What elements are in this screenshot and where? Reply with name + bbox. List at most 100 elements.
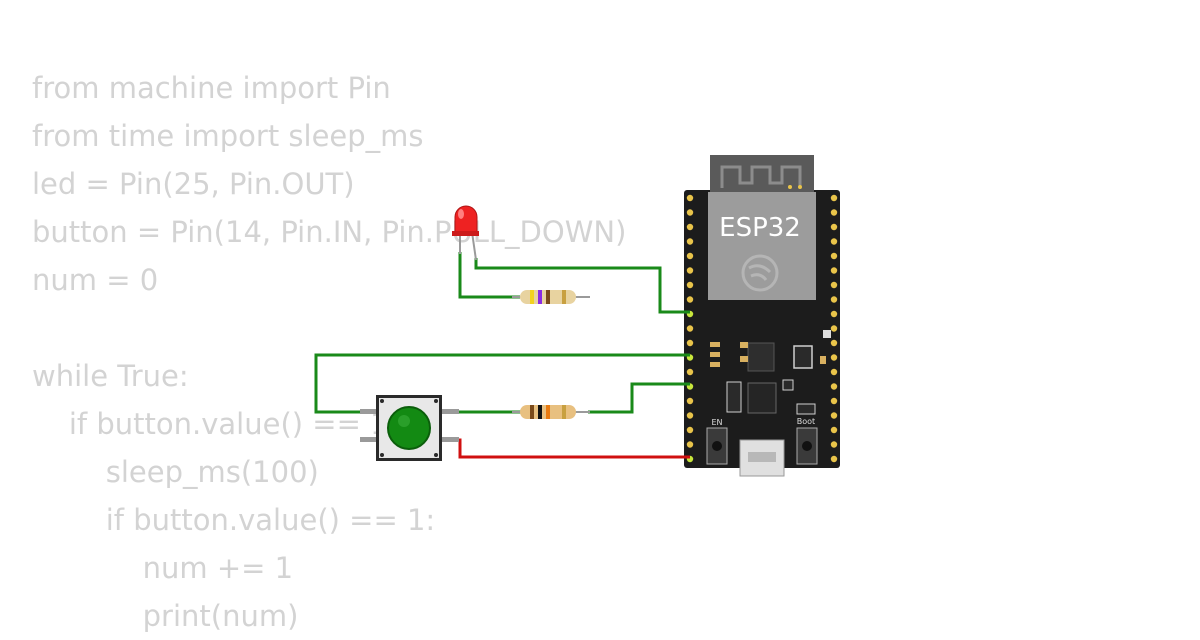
header-pin[interactable] <box>686 238 694 245</box>
header-pin[interactable] <box>830 383 838 390</box>
header-pin[interactable] <box>830 426 838 434</box>
header-pin[interactable] <box>686 267 694 274</box>
resistor-band <box>530 405 534 419</box>
wire-led-cathode-to-resistor[interactable] <box>458 252 520 299</box>
code-line: num = 0 <box>32 263 159 297</box>
button-corner <box>434 453 438 457</box>
espressif-logo-mark <box>748 264 772 281</box>
button-leg <box>441 437 459 442</box>
resistor-band <box>546 290 550 304</box>
button-cap[interactable] <box>387 406 431 450</box>
button-cap-highlight <box>398 415 410 427</box>
wire-gpio14-to-button[interactable] <box>314 353 690 414</box>
en-button-cap[interactable] <box>712 441 722 451</box>
button-leg <box>360 437 378 442</box>
header-pin[interactable] <box>830 252 838 260</box>
esp32-board[interactable]: ESP32 EN Boot <box>684 155 840 477</box>
button-corner <box>380 399 384 403</box>
header-pin[interactable] <box>686 252 694 260</box>
board-component <box>782 379 794 391</box>
green-pushbutton[interactable] <box>360 395 459 461</box>
code-line: button = Pin(14, Pin.IN, Pin.PULL_DOWN) <box>32 215 627 249</box>
boot-label: Boot <box>797 417 815 426</box>
header-pin[interactable] <box>686 223 694 231</box>
board-component <box>796 403 816 415</box>
header-pin[interactable] <box>686 194 694 202</box>
button-corner <box>434 399 438 403</box>
resistor-band <box>546 405 550 419</box>
board-component <box>710 352 720 357</box>
right-pin-header[interactable] <box>830 194 838 463</box>
header-pin[interactable] <box>686 397 694 405</box>
header-pin[interactable] <box>686 441 694 448</box>
header-pin[interactable] <box>830 339 838 347</box>
resistor-band <box>562 405 566 419</box>
antenna-area <box>710 155 814 193</box>
header-pin[interactable] <box>686 339 694 347</box>
header-pin[interactable] <box>830 397 838 405</box>
button-resistor[interactable] <box>512 405 590 419</box>
wire-led-anode-to-gpio25[interactable] <box>474 258 690 314</box>
antenna-pad <box>788 185 792 189</box>
led-resistor[interactable] <box>512 290 590 304</box>
header-pin[interactable] <box>686 412 694 419</box>
button-leg <box>360 409 378 414</box>
led-rim <box>452 231 479 236</box>
header-pin[interactable] <box>830 267 838 274</box>
button-corner <box>380 453 384 457</box>
code-line: from machine import Pin <box>32 71 391 105</box>
resistor-band <box>538 405 542 419</box>
board-component <box>710 342 720 347</box>
board-component <box>793 345 813 369</box>
usb-port-slot <box>748 452 776 462</box>
button-leg <box>441 409 459 414</box>
header-pin[interactable] <box>686 281 694 289</box>
header-pin[interactable] <box>686 296 694 303</box>
board-component <box>710 362 720 367</box>
wire-resistor-to-gnd[interactable] <box>588 382 690 414</box>
board-component <box>820 356 826 364</box>
header-pin[interactable] <box>830 455 838 463</box>
header-pin[interactable] <box>830 310 838 318</box>
header-pin[interactable] <box>830 194 838 202</box>
header-pin[interactable] <box>830 281 838 289</box>
header-pin[interactable] <box>686 426 694 434</box>
led-body <box>454 205 478 235</box>
header-pin[interactable] <box>830 441 838 448</box>
code-line: num += 1 <box>32 551 294 585</box>
code-line: led = Pin(25, Pin.OUT) <box>32 167 355 201</box>
header-pin[interactable] <box>830 296 838 303</box>
regulator-chip <box>747 342 775 372</box>
header-pin[interactable] <box>686 325 694 332</box>
code-line: while True: <box>32 359 189 393</box>
header-pin[interactable] <box>686 368 694 376</box>
code-line: from time import sleep_ms <box>32 119 424 153</box>
header-pin[interactable] <box>830 325 838 332</box>
board-component <box>740 342 748 348</box>
red-led[interactable] <box>452 205 479 261</box>
code-line: if button.value() == 1: <box>32 503 436 537</box>
led-leg <box>471 231 477 261</box>
antenna-trace <box>720 165 802 188</box>
usb-uart-chip <box>747 382 777 414</box>
led-highlight <box>458 209 464 219</box>
header-pin[interactable] <box>830 209 838 216</box>
resistor-band <box>562 290 566 304</box>
header-pin[interactable] <box>830 412 838 419</box>
code-line: sleep_ms(100) <box>32 455 319 489</box>
boot-button-cap[interactable] <box>802 441 812 451</box>
module-shield <box>708 192 816 300</box>
espressif-logo-icon <box>741 254 779 292</box>
header-pin[interactable] <box>830 354 838 361</box>
header-pin[interactable] <box>830 223 838 231</box>
header-pin[interactable] <box>830 238 838 245</box>
header-pin[interactable] <box>686 209 694 216</box>
board-name: ESP32 <box>719 213 801 243</box>
resistor-band <box>538 290 542 304</box>
board-component <box>823 330 831 338</box>
wire-button-to-3v3[interactable] <box>440 438 690 459</box>
header-pin[interactable] <box>830 368 838 376</box>
en-label: EN <box>711 418 722 427</box>
antenna-pad <box>798 185 802 189</box>
